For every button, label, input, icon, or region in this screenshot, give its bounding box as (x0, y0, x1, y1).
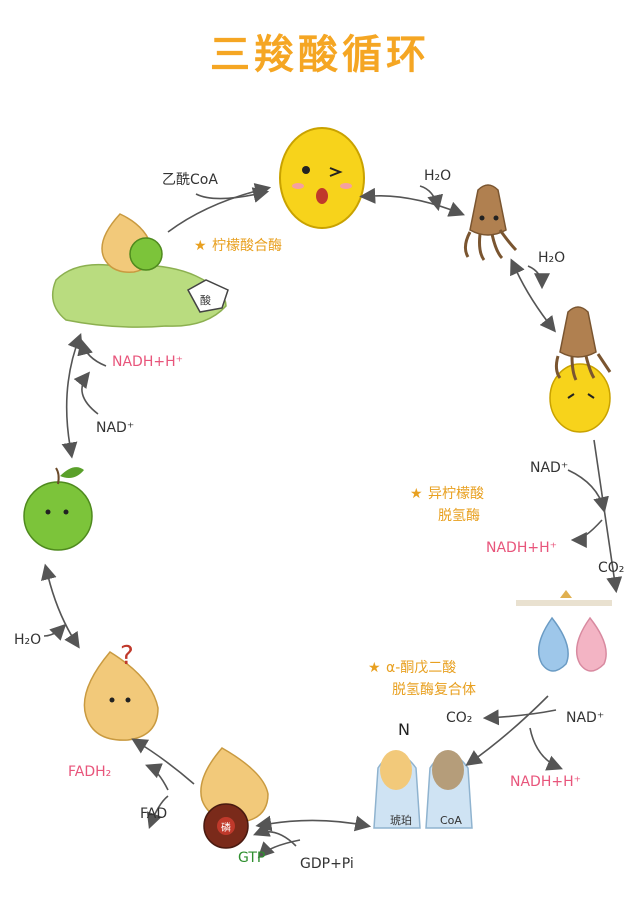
question-mark: ? (120, 641, 134, 671)
co2-label-1: CO₂ (598, 560, 624, 576)
alpha-ketoglutarate-drops (516, 590, 612, 672)
nad-label-1: NAD⁺ (530, 460, 568, 476)
acid-tag: 酸 (200, 293, 211, 307)
citrate-synthase-label: 柠檬酸合酶 (212, 238, 282, 254)
citrate-lemon (279, 127, 365, 229)
fad-label: FAD (140, 806, 167, 822)
nad-label-3: NAD⁺ (96, 420, 134, 436)
gdp-pi-label: GDP+Pi (300, 856, 354, 872)
nad-label-2: NAD⁺ (566, 710, 604, 726)
gtp-label: GTP (238, 850, 265, 866)
isocitrate-dh-label-2: 脱氢酶 (438, 508, 480, 524)
h2o-label-3: H₂O (14, 632, 41, 648)
page-title: 三羧酸循环 (210, 32, 430, 78)
co2-label-2: CO₂ (446, 710, 472, 726)
succinate-drop: 磷 (200, 747, 269, 849)
akg-dh-label-1: α-酮戊二酸 (386, 660, 456, 676)
malate-apple (23, 467, 93, 551)
akg-dh-star: ★ (368, 660, 381, 676)
acetyl-coa-label: 乙酰CoA (162, 172, 218, 188)
nadh-label-1: NADH+H⁺ (486, 540, 557, 556)
zzz-mark: N (398, 720, 410, 739)
h2o-label-2: H₂O (538, 250, 565, 266)
akg-dh-label-2: 脱氢酶复合体 (392, 681, 476, 698)
fumarate-drop: ? (83, 641, 159, 741)
oxaloacetate-pear-apple: 酸 (51, 213, 229, 328)
nadh-label-3: NADH+H⁺ (112, 354, 183, 370)
jar-tag: 磷 (221, 821, 231, 834)
coa-tag: CoA (440, 814, 462, 827)
fadh2-label: FADH₂ (68, 764, 111, 780)
nadh-label-2: NADH+H⁺ (510, 774, 581, 790)
cycle-arrows (41, 183, 623, 859)
isocitrate-squid-lemon (549, 306, 612, 433)
h2o-label-1: H₂O (424, 168, 451, 184)
citrate-synthase-star: ★ (194, 238, 207, 254)
succinyl-coa-babies: 琥珀 CoA N (373, 720, 473, 829)
cis-aconitate-squid (463, 184, 518, 261)
isocitrate-dh-star: ★ (410, 486, 423, 502)
succinate-tag: 琥珀 (390, 813, 412, 827)
isocitrate-dh-label-1: 异柠檬酸 (428, 486, 484, 502)
